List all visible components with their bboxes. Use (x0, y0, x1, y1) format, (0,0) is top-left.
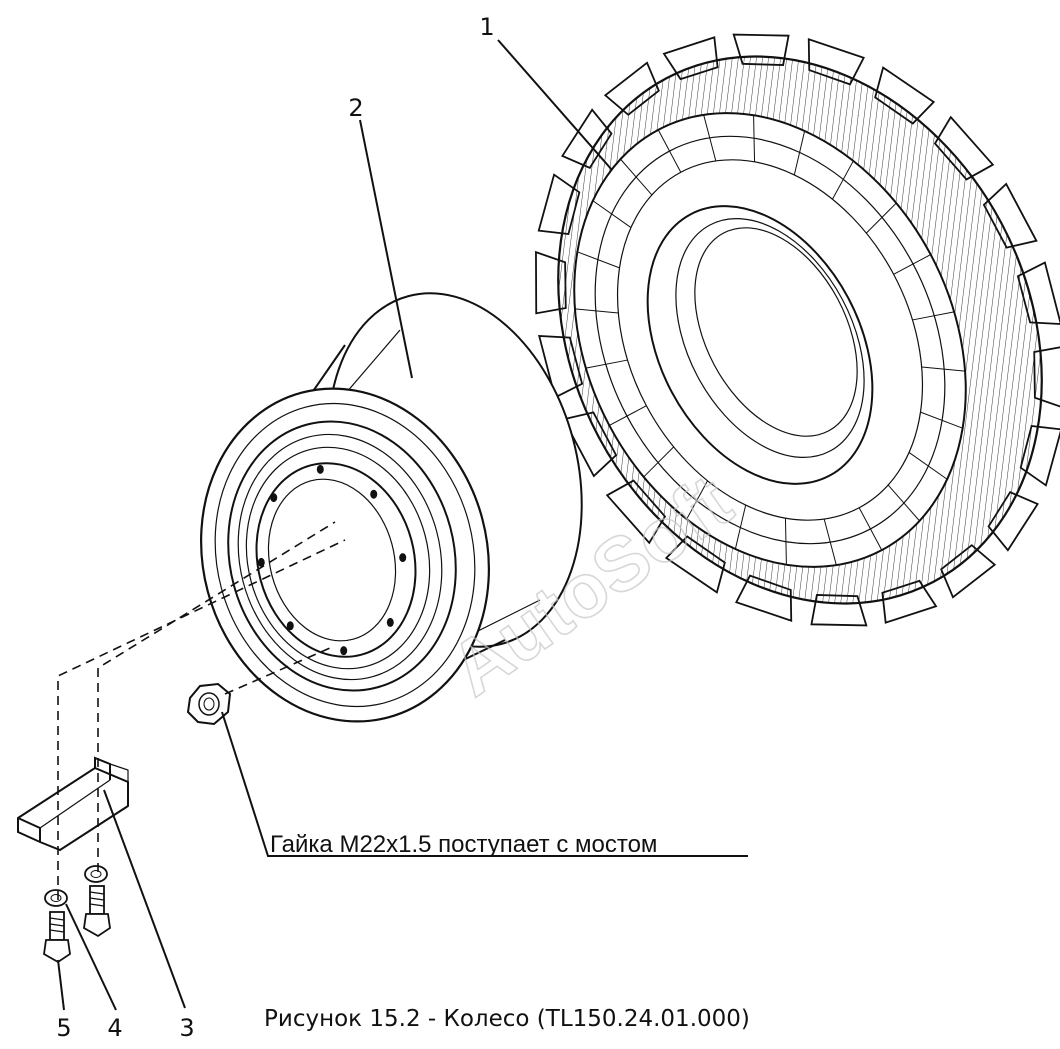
sidewall-rib (703, 114, 717, 162)
tire (535, 33, 1060, 627)
bolt-hole (270, 493, 278, 503)
leader-lines (57, 39, 748, 1011)
tire-sidewall-ribs (574, 114, 966, 566)
bolt-hole (386, 617, 394, 627)
rim-bolt-holes (257, 464, 407, 656)
sidewall-rib (921, 366, 966, 372)
leader-washer (65, 903, 117, 1011)
callout-1: 1 (479, 13, 494, 41)
bolt-hole (257, 557, 265, 567)
sidewall-rib (643, 446, 675, 478)
leader-rim (359, 119, 413, 379)
callout-5: 5 (56, 1014, 71, 1042)
sidewall-rib (620, 158, 653, 196)
bolt-hole (340, 646, 348, 656)
sidewall-rib (592, 200, 632, 228)
sidewall-rib (753, 115, 756, 162)
assembly-dashed-lines (57, 521, 346, 900)
sidewall-rib (920, 411, 963, 429)
sidewall-rib (657, 129, 682, 173)
sidewall-rib (585, 359, 628, 369)
spring-washer (44, 865, 108, 907)
sidewall-rib (686, 480, 708, 520)
sidewall-rib (858, 507, 883, 551)
sidewall-rib (887, 484, 920, 522)
bracket (17, 756, 129, 852)
sidewall-rib (908, 452, 948, 480)
sidewall-rib (793, 130, 806, 176)
sidewall-rib (734, 504, 747, 550)
leader-tire (497, 39, 613, 171)
sidewall-rib (893, 254, 931, 275)
callout-4: 4 (107, 1014, 122, 1042)
sidewall-rib (609, 405, 647, 426)
wheel-rim (200, 292, 583, 723)
callout-3: 3 (179, 1014, 194, 1042)
sidewall-rib (577, 251, 620, 269)
sidewall-rib (832, 160, 854, 200)
nut-note: Гайка М22х1.5 поступает с мостом (270, 831, 657, 858)
figure-caption: Рисунок 15.2 - Колесо (TL150.24.01.000) (264, 1006, 750, 1032)
leader-bracket (103, 789, 186, 1009)
sidewall-rib (865, 202, 897, 234)
sidewall-rib (823, 518, 837, 566)
bolt-hole (286, 621, 294, 631)
sidewall-rib (912, 311, 955, 321)
bolt-hole (399, 553, 407, 563)
bolt-hole (316, 464, 324, 474)
leader-nut-note (221, 711, 748, 857)
sidewall-rib (574, 308, 619, 314)
wheel-nut (186, 682, 232, 726)
sidewall-rib (784, 518, 787, 565)
bolt (43, 885, 111, 964)
leader-bolt (57, 959, 65, 1011)
bolt-hole (370, 489, 378, 499)
callout-2: 2 (348, 94, 363, 122)
